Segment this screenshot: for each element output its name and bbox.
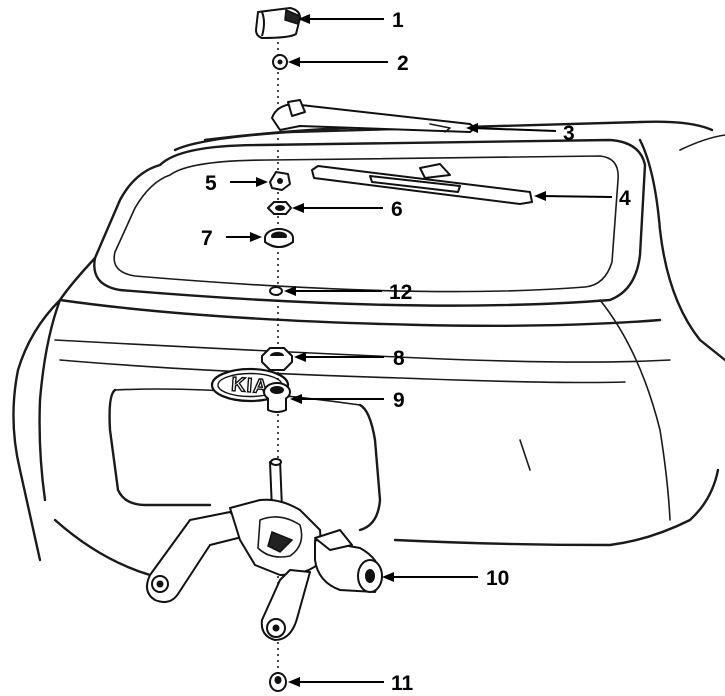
part-9-grommet: [263, 382, 291, 413]
part-1-cap: [255, 7, 301, 39]
callout-4: 4: [619, 187, 631, 210]
leader-lines: [226, 14, 613, 687]
callout-12: 12: [389, 281, 412, 304]
part-11-bushing: [269, 672, 287, 692]
part-4-wiper-blade: [311, 163, 533, 205]
callout-6: 6: [391, 198, 403, 221]
part-7-seal: [264, 228, 294, 248]
part-2-nut: [272, 54, 288, 70]
part-12-gasket: [269, 286, 283, 296]
callout-9: 9: [393, 389, 405, 412]
callout-11: 11: [391, 672, 414, 695]
callout-8: 8: [393, 347, 405, 370]
callout-labels: 1 2 3 4 5 6 7 12 8 9 10 11: [201, 9, 631, 695]
part-10-wiper-motor: [145, 458, 383, 641]
part-8-nut: [261, 347, 293, 371]
part-3-wiper-arm: [271, 99, 474, 133]
callout-1: 1: [392, 9, 404, 32]
callout-10: 10: [486, 567, 509, 590]
callout-5: 5: [205, 172, 217, 195]
callout-2: 2: [397, 52, 409, 75]
part-6-washer: [267, 201, 292, 215]
callout-3: 3: [563, 122, 575, 145]
kia-logo-text: KIA: [230, 374, 269, 399]
callout-7: 7: [201, 227, 213, 250]
part-5-cap: [269, 171, 291, 191]
